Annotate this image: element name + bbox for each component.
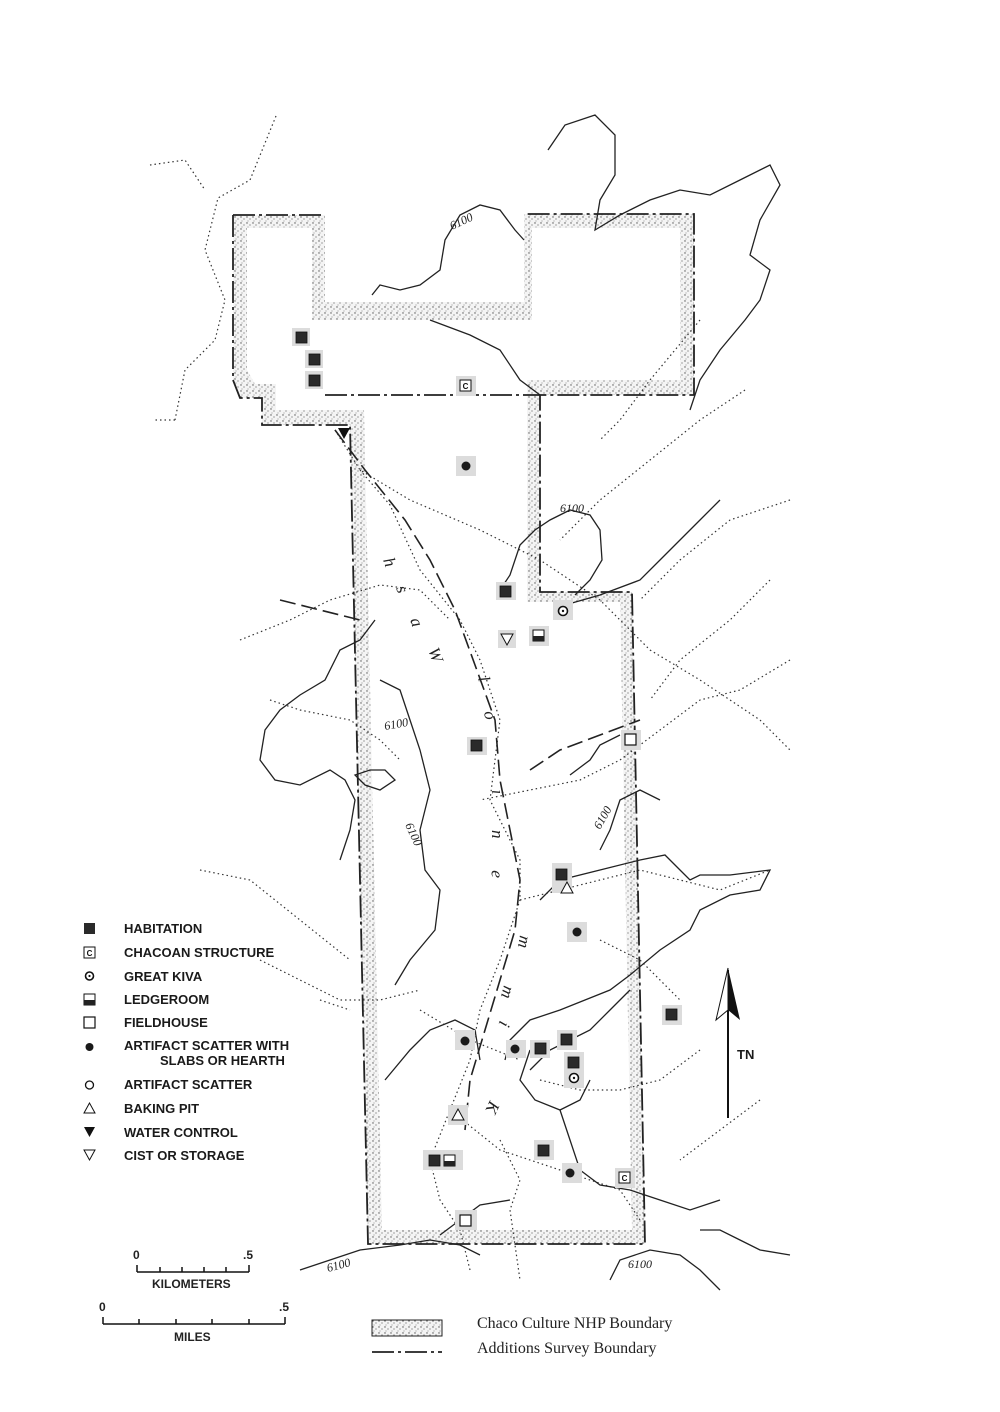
legend-item-artifact-slabs: ARTIFACT SCATTER WITH SLABS OR HEARTH	[85, 1038, 289, 1068]
contour-label-bottom-right: 6100	[628, 1257, 652, 1271]
habitation-site	[470, 739, 483, 752]
habitation-site	[560, 1033, 573, 1046]
habitation-site	[308, 374, 321, 387]
scale-km-unit: KILOMETERS	[152, 1277, 231, 1291]
contour-label-left: 6100	[383, 715, 409, 733]
habitation-site	[308, 353, 321, 366]
legend-label: GREAT KIVA	[124, 969, 203, 984]
wash-letter: m	[497, 984, 519, 1001]
wash-letter: s	[392, 583, 412, 596]
water-control-site	[338, 428, 350, 439]
legend-label: WATER CONTROL	[124, 1125, 238, 1140]
legend-item-ledgeroom: LEDGEROOM	[83, 992, 209, 1007]
great-kiva-site	[557, 605, 569, 617]
park-boundary-label: Chaco Culture NHP Boundary	[477, 1315, 672, 1332]
survey-boundary	[232, 213, 695, 1245]
baking-pit-site	[560, 880, 574, 894]
wash-letter: m	[514, 934, 535, 949]
scale-bar-miles	[102, 1317, 286, 1325]
legend-label: ARTIFACT SCATTER	[124, 1077, 253, 1092]
artifact-slabs-site	[510, 1044, 520, 1054]
contour-label-mid: 6100	[560, 501, 584, 515]
wash-letter: a	[406, 615, 427, 629]
chacoan-letter: C	[622, 1174, 628, 1183]
kimmenioli-wash	[279, 429, 641, 1131]
north-label: TN	[737, 1047, 754, 1062]
habitation-site	[567, 1056, 580, 1069]
wash-letter: l	[474, 674, 494, 684]
wash-letter: h	[379, 555, 400, 569]
wash-letter: n	[488, 830, 507, 839]
legend-item-fieldhouse: FIELDHOUSE	[83, 1015, 208, 1030]
legend-item-artifact-scatter: ARTIFACT SCATTER	[84, 1077, 253, 1092]
artifact-slabs-site	[565, 1168, 575, 1178]
chacoan-structure-site: C	[459, 379, 472, 392]
scale-miles-end: .5	[279, 1300, 289, 1314]
habitation-site	[534, 1042, 547, 1055]
contour-label-bottom-left: 6100	[325, 1255, 352, 1275]
wash-letter: e	[487, 870, 507, 880]
legend-label: ARTIFACT SCATTER WITH	[124, 1038, 289, 1053]
legend-label: HABITATION	[124, 921, 202, 936]
legend-label-line2: SLABS OR HEARTH	[160, 1053, 285, 1068]
fieldhouse-site	[624, 733, 637, 746]
chacoan-letter: C	[463, 382, 469, 391]
baking-pit-site	[451, 1107, 465, 1121]
wash-letter: i	[488, 789, 507, 796]
chacoan-structure-site: C	[618, 1171, 631, 1184]
boundary-key: Chaco Culture NHP Boundary Additions Sur…	[371, 1315, 672, 1357]
chacoan-letter: C	[87, 949, 93, 958]
site-markers: C C	[292, 328, 682, 1230]
legend-item-cist: CIST OR STORAGE	[83, 1148, 245, 1163]
legend-label: BAKING PIT	[124, 1101, 199, 1116]
legend-item-habitation: HABITATION	[84, 921, 202, 936]
wash-letter: o	[480, 709, 500, 721]
scale-km-end: .5	[243, 1248, 253, 1262]
ledgeroom-site	[532, 629, 545, 642]
habitation-site	[537, 1144, 550, 1157]
scale-bar-km	[136, 1265, 250, 1273]
habitation-site	[499, 585, 512, 598]
legend-label: FIELDHOUSE	[124, 1015, 208, 1030]
legend-label: CIST OR STORAGE	[124, 1148, 245, 1163]
wash-letter: W	[424, 645, 447, 667]
scale-km-start: 0	[133, 1248, 140, 1262]
cist-site	[500, 633, 514, 647]
habitation-site	[295, 331, 308, 344]
habitation-site	[555, 868, 568, 881]
park-boundary	[233, 214, 694, 1244]
legend: HABITATION C CHACOAN STRUCTURE GREAT KIV…	[83, 921, 289, 1163]
wash-letter: i	[495, 1019, 515, 1030]
artifact-slabs-site	[460, 1036, 470, 1046]
scale-miles-unit: MILES	[174, 1330, 211, 1344]
artifact-slabs-site	[572, 927, 582, 937]
legend-item-baking-pit: BAKING PIT	[83, 1101, 199, 1116]
legend-label: LEDGEROOM	[124, 992, 209, 1007]
scale-miles-start: 0	[99, 1300, 106, 1314]
legend-item-great-kiva: GREAT KIVA	[84, 969, 203, 984]
survey-boundary-label: Additions Survey Boundary	[477, 1340, 657, 1357]
legend-label: CHACOAN STRUCTURE	[124, 945, 275, 960]
north-arrow: TN	[715, 967, 754, 1118]
artifact-slabs-site	[461, 461, 471, 471]
park-boundary-swatch	[371, 1319, 443, 1337]
fieldhouse-site	[459, 1214, 472, 1227]
legend-item-water-control: WATER CONTROL	[84, 1125, 238, 1140]
wash-letter: K	[481, 1097, 504, 1118]
great-kiva-site	[568, 1072, 580, 1084]
contour-label-top: 6100	[447, 210, 475, 233]
habitation-site	[665, 1008, 678, 1021]
habitation-site	[428, 1154, 441, 1167]
ledgeroom-site	[443, 1154, 456, 1167]
legend-item-chacoan: C CHACOAN STRUCTURE	[83, 945, 275, 960]
